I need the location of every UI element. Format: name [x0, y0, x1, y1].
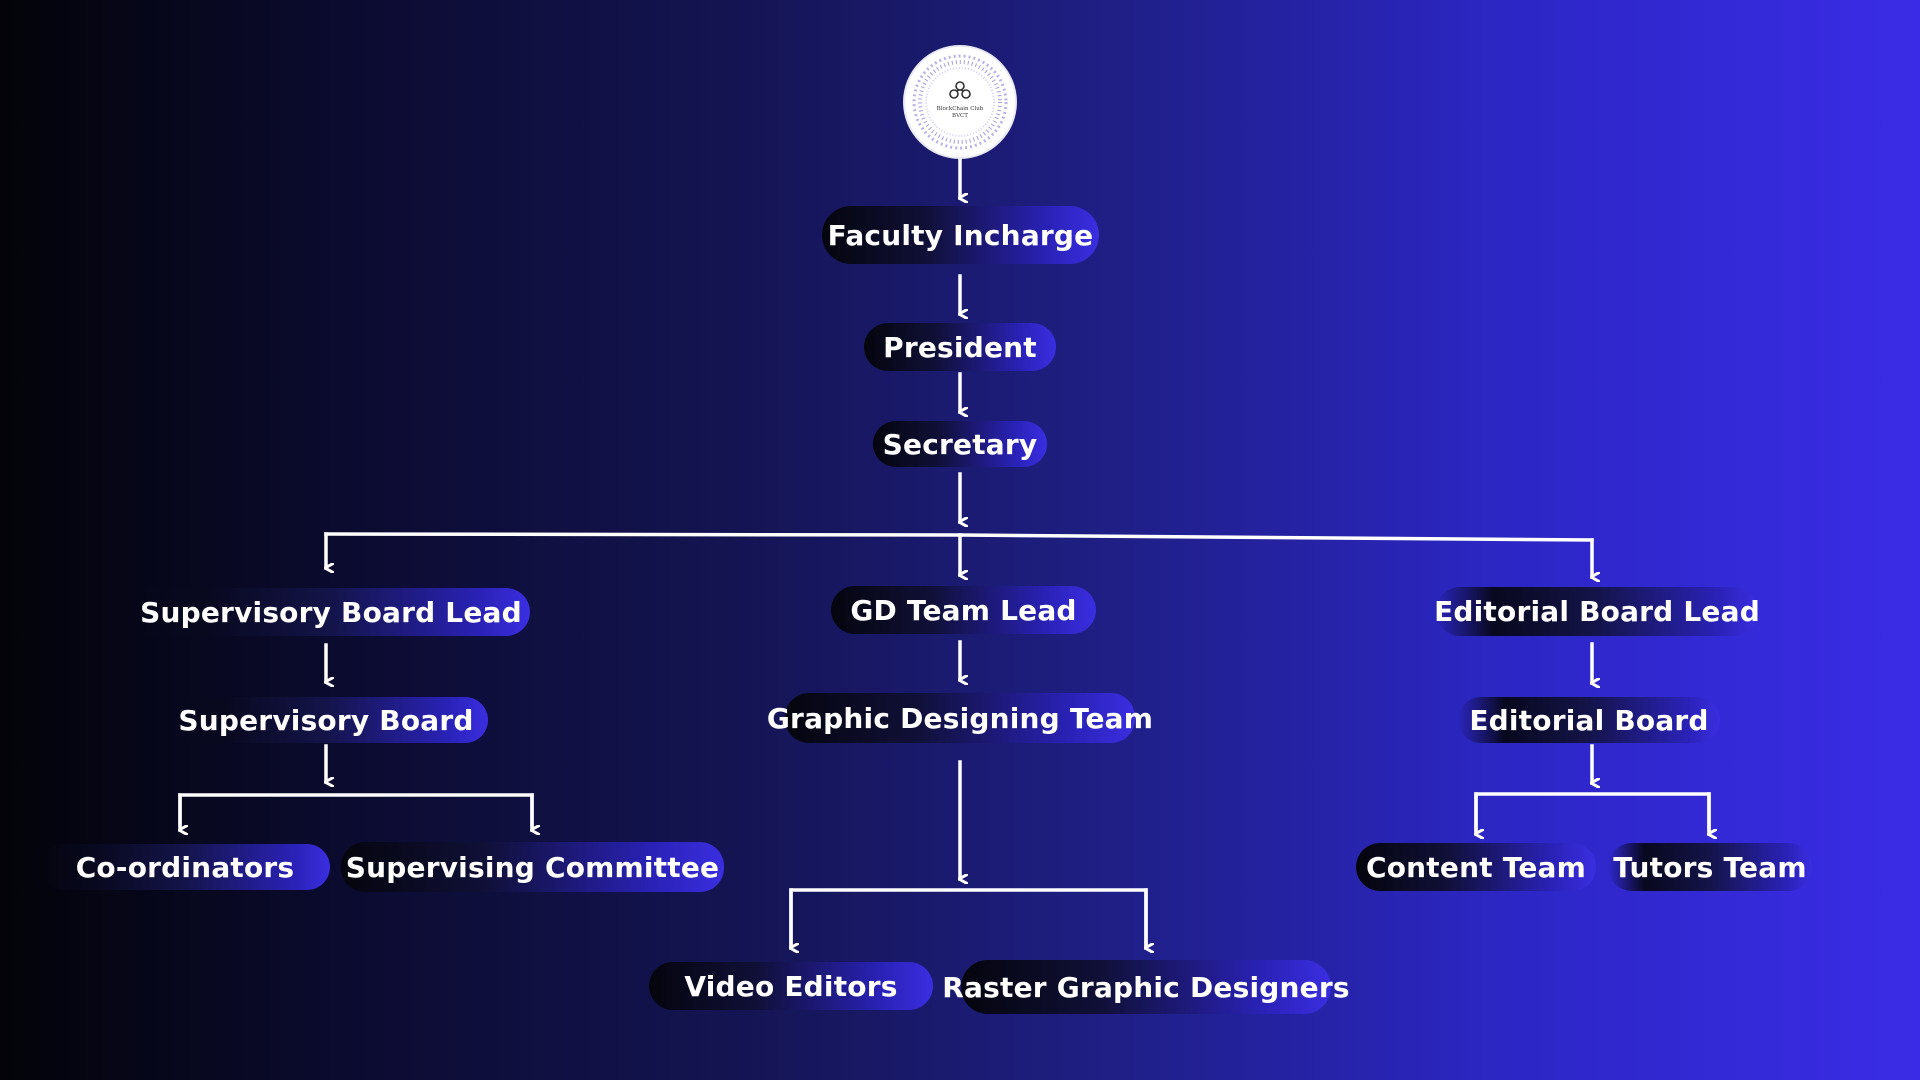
branch-bar-right: [1474, 792, 1711, 832]
node-supervising-committee: Supervising Committee: [341, 842, 724, 892]
node-raster-graphic-designers: Raster Graphic Designers: [942, 960, 1350, 1014]
branch-bar-center: [789, 888, 1148, 947]
node-video-editors: Video Editors: [649, 962, 933, 1010]
node-gd-team-lead: GD Team Lead: [831, 586, 1096, 634]
node-secretary: Secretary: [873, 421, 1047, 467]
node-editorial-board: Editorial Board: [1458, 697, 1720, 743]
logo-text-line2: BVCT: [952, 113, 968, 119]
node-graphic-designing-team: Graphic Designing Team: [767, 693, 1153, 743]
node-tutors-team: Tutors Team: [1608, 843, 1812, 891]
node-content-team: Content Team: [1356, 843, 1596, 891]
node-supervisory-board: Supervisory Board: [164, 697, 488, 743]
blockchain-club-logo-icon: BlockChain Club BVCT: [912, 54, 1008, 150]
club-logo: BlockChain Club BVCT: [905, 47, 1015, 157]
branch-bar-left: [178, 793, 534, 827]
node-president: President: [864, 323, 1056, 371]
node-faculty-incharge: Faculty Incharge: [822, 206, 1099, 264]
node-coordinators: Co-ordinators: [40, 844, 330, 890]
node-supervisory-board-lead: Supervisory Board Lead: [132, 588, 530, 636]
node-editorial-board-lead: Editorial Board Lead: [1434, 587, 1760, 636]
logo-text-line1: BlockChain Club: [937, 106, 984, 112]
